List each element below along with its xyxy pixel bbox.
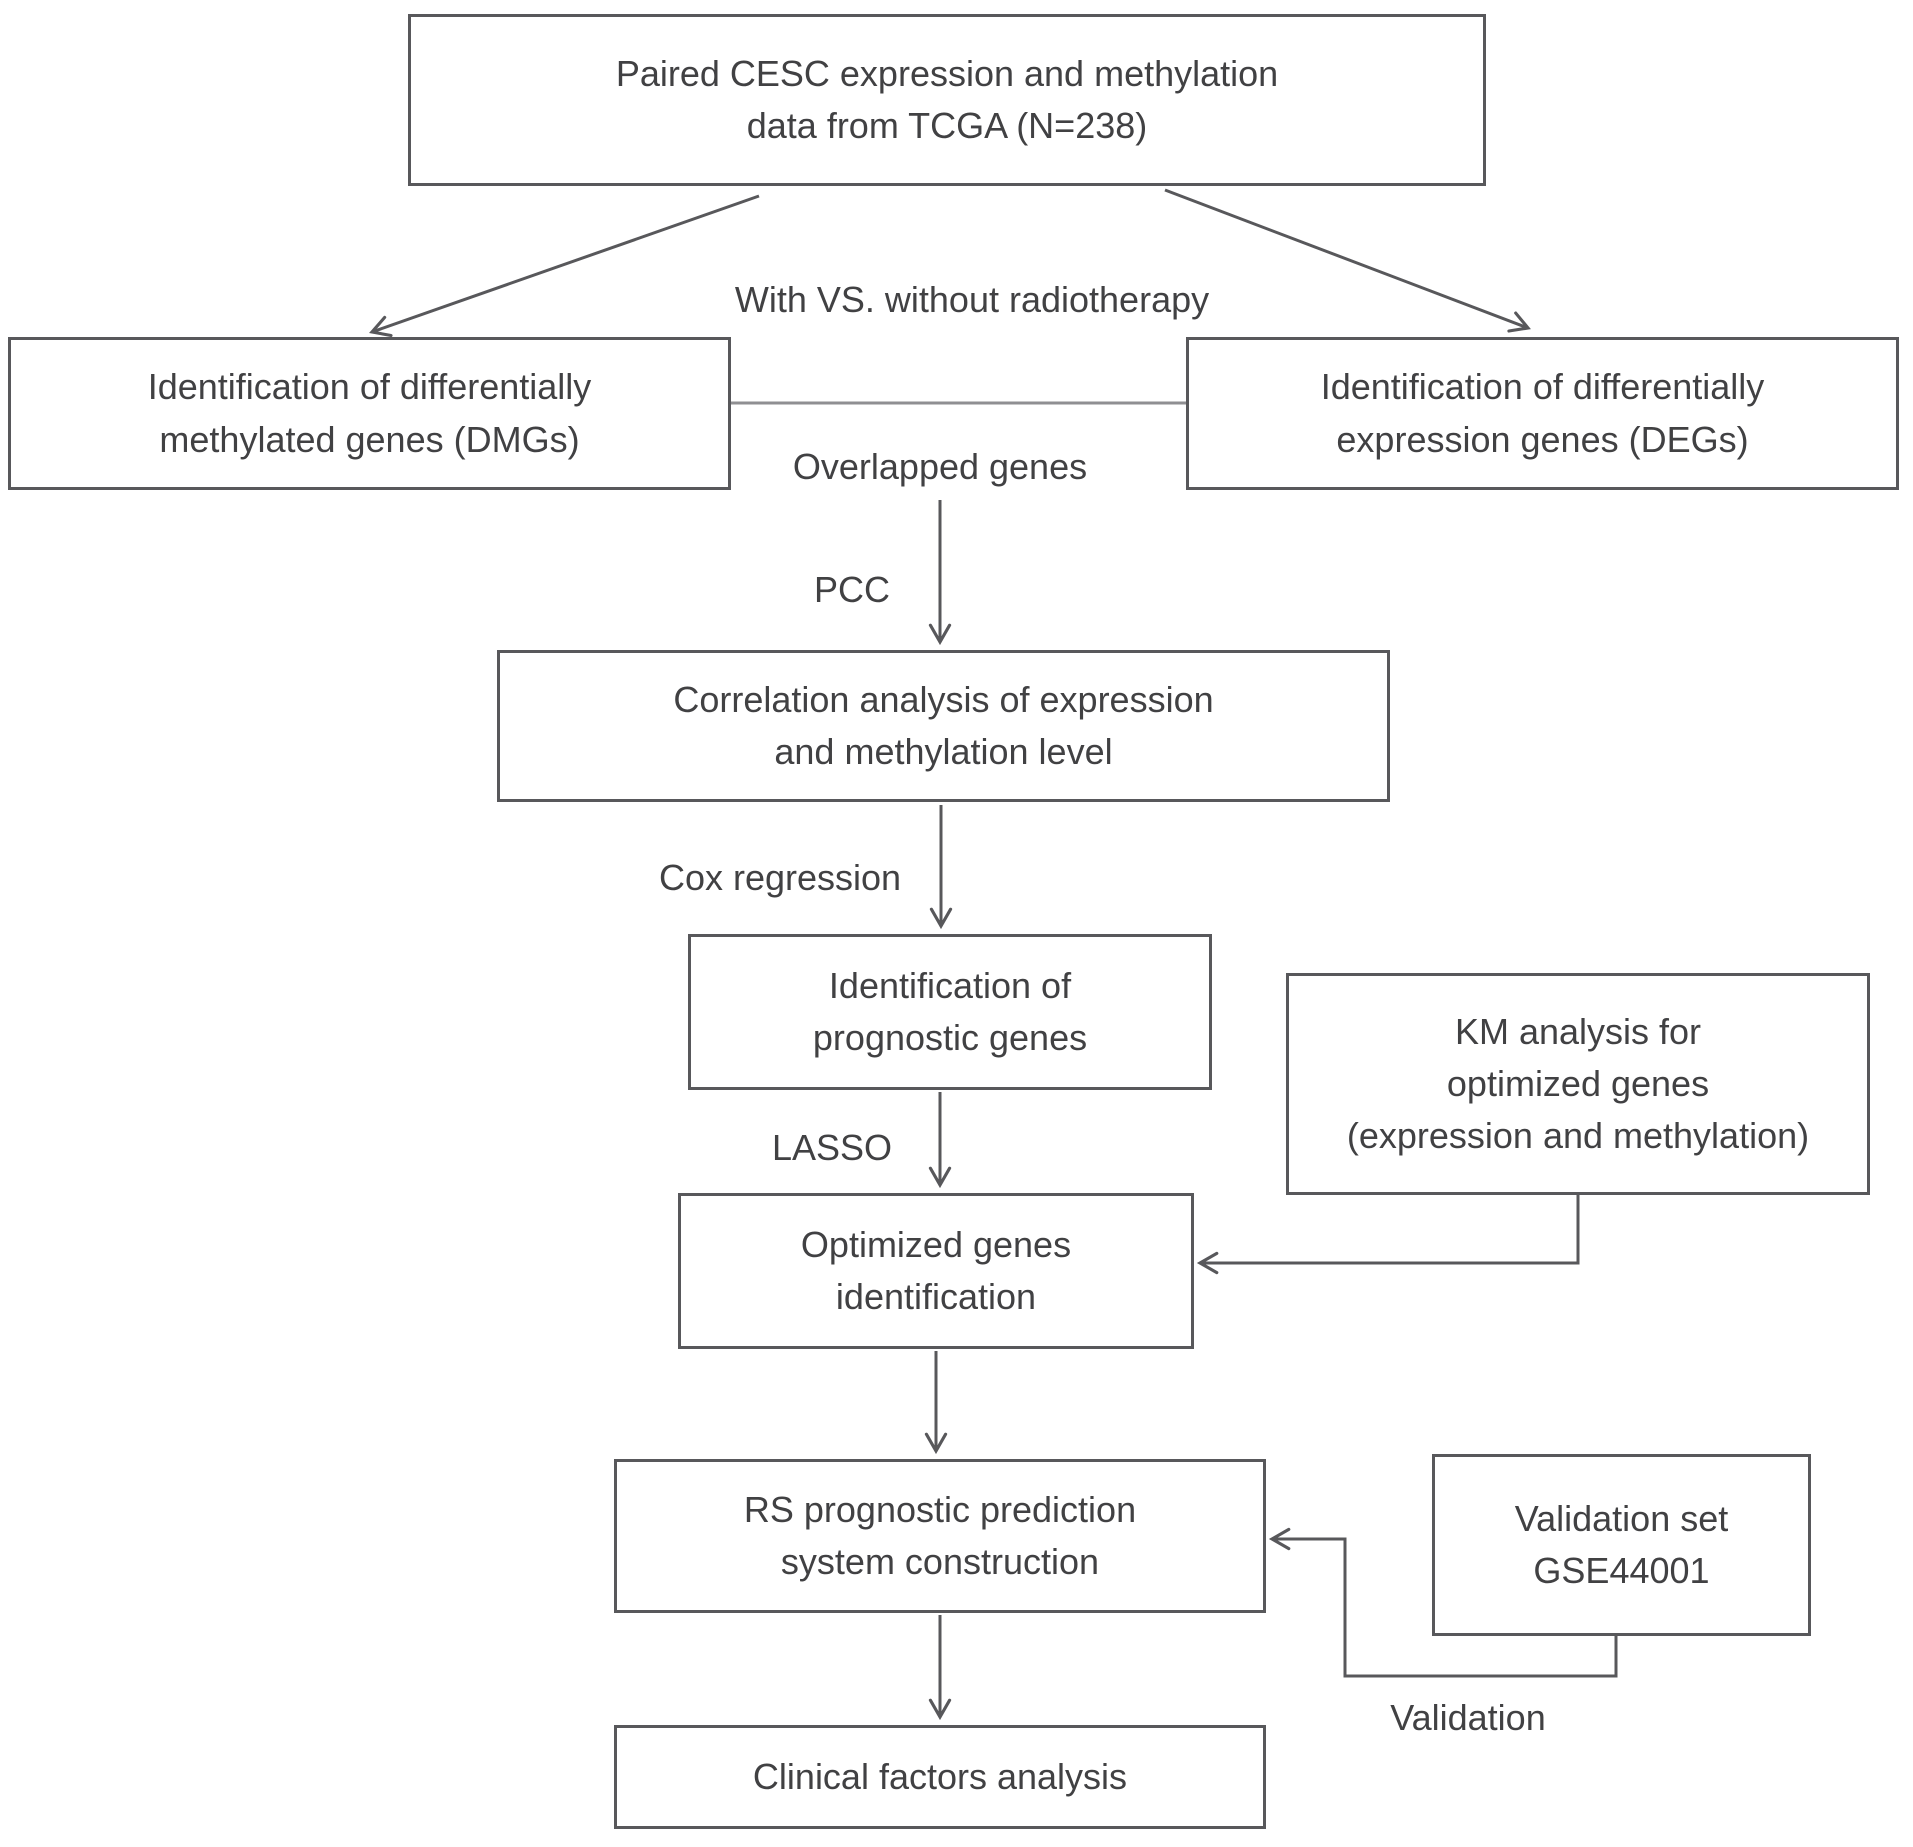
label-lasso: LASSO bbox=[771, 1127, 893, 1168]
label-validation: Validation bbox=[1390, 1697, 1546, 1738]
node-optimized-label: Optimized genes identification bbox=[800, 1223, 1072, 1317]
node-rs-prediction-system: RS prognostic prediction system construc… bbox=[614, 1459, 1266, 1613]
label-radiotherapy-comparison: With VS. without radiotherapy bbox=[734, 279, 1210, 320]
label-cox-regression: Cox regression bbox=[658, 857, 902, 898]
node-optimized-genes: Optimized genes identification bbox=[678, 1193, 1194, 1349]
node-validation-set: Validation set GSE44001 bbox=[1432, 1454, 1811, 1636]
node-correlation-analysis: Correlation analysis of expression and m… bbox=[497, 650, 1390, 802]
node-tcga-data: Paired CESC expression and methylation d… bbox=[408, 14, 1486, 186]
node-deg: Identification of differentially express… bbox=[1186, 337, 1899, 490]
node-km-analysis: KM analysis for optimized genes (express… bbox=[1286, 973, 1870, 1195]
label-pcc: PCC bbox=[813, 569, 891, 610]
node-prognostic-genes: Identification of prognostic genes bbox=[688, 934, 1212, 1090]
arrow-tcga-to-dmg bbox=[369, 194, 760, 338]
node-dmg: Identification of differentially methyla… bbox=[8, 337, 731, 490]
node-validation-set-label: Validation set GSE44001 bbox=[1514, 1497, 1729, 1591]
node-rs-label: RS prognostic prediction system construc… bbox=[743, 1488, 1137, 1582]
node-prognostic-label: Identification of prognostic genes bbox=[812, 964, 1088, 1058]
arrow-val-to-rs bbox=[1268, 1527, 1618, 1678]
arrow-km-to-opt bbox=[1196, 1195, 1580, 1275]
arrow-tcga-to-deg bbox=[1164, 188, 1531, 333]
node-correlation-label: Correlation analysis of expression and m… bbox=[673, 678, 1214, 772]
node-deg-label: Identification of differentially express… bbox=[1320, 366, 1765, 460]
node-dmg-label: Identification of differentially methyla… bbox=[147, 366, 592, 460]
node-tcga-label: Paired CESC expression and methylation d… bbox=[615, 52, 1279, 146]
node-clinical-factors: Clinical factors analysis bbox=[614, 1725, 1266, 1829]
node-km-label: KM analysis for optimized genes (express… bbox=[1346, 1010, 1810, 1157]
node-clinical-label: Clinical factors analysis bbox=[752, 1755, 1128, 1797]
label-overlapped-genes: Overlapped genes bbox=[792, 446, 1088, 487]
